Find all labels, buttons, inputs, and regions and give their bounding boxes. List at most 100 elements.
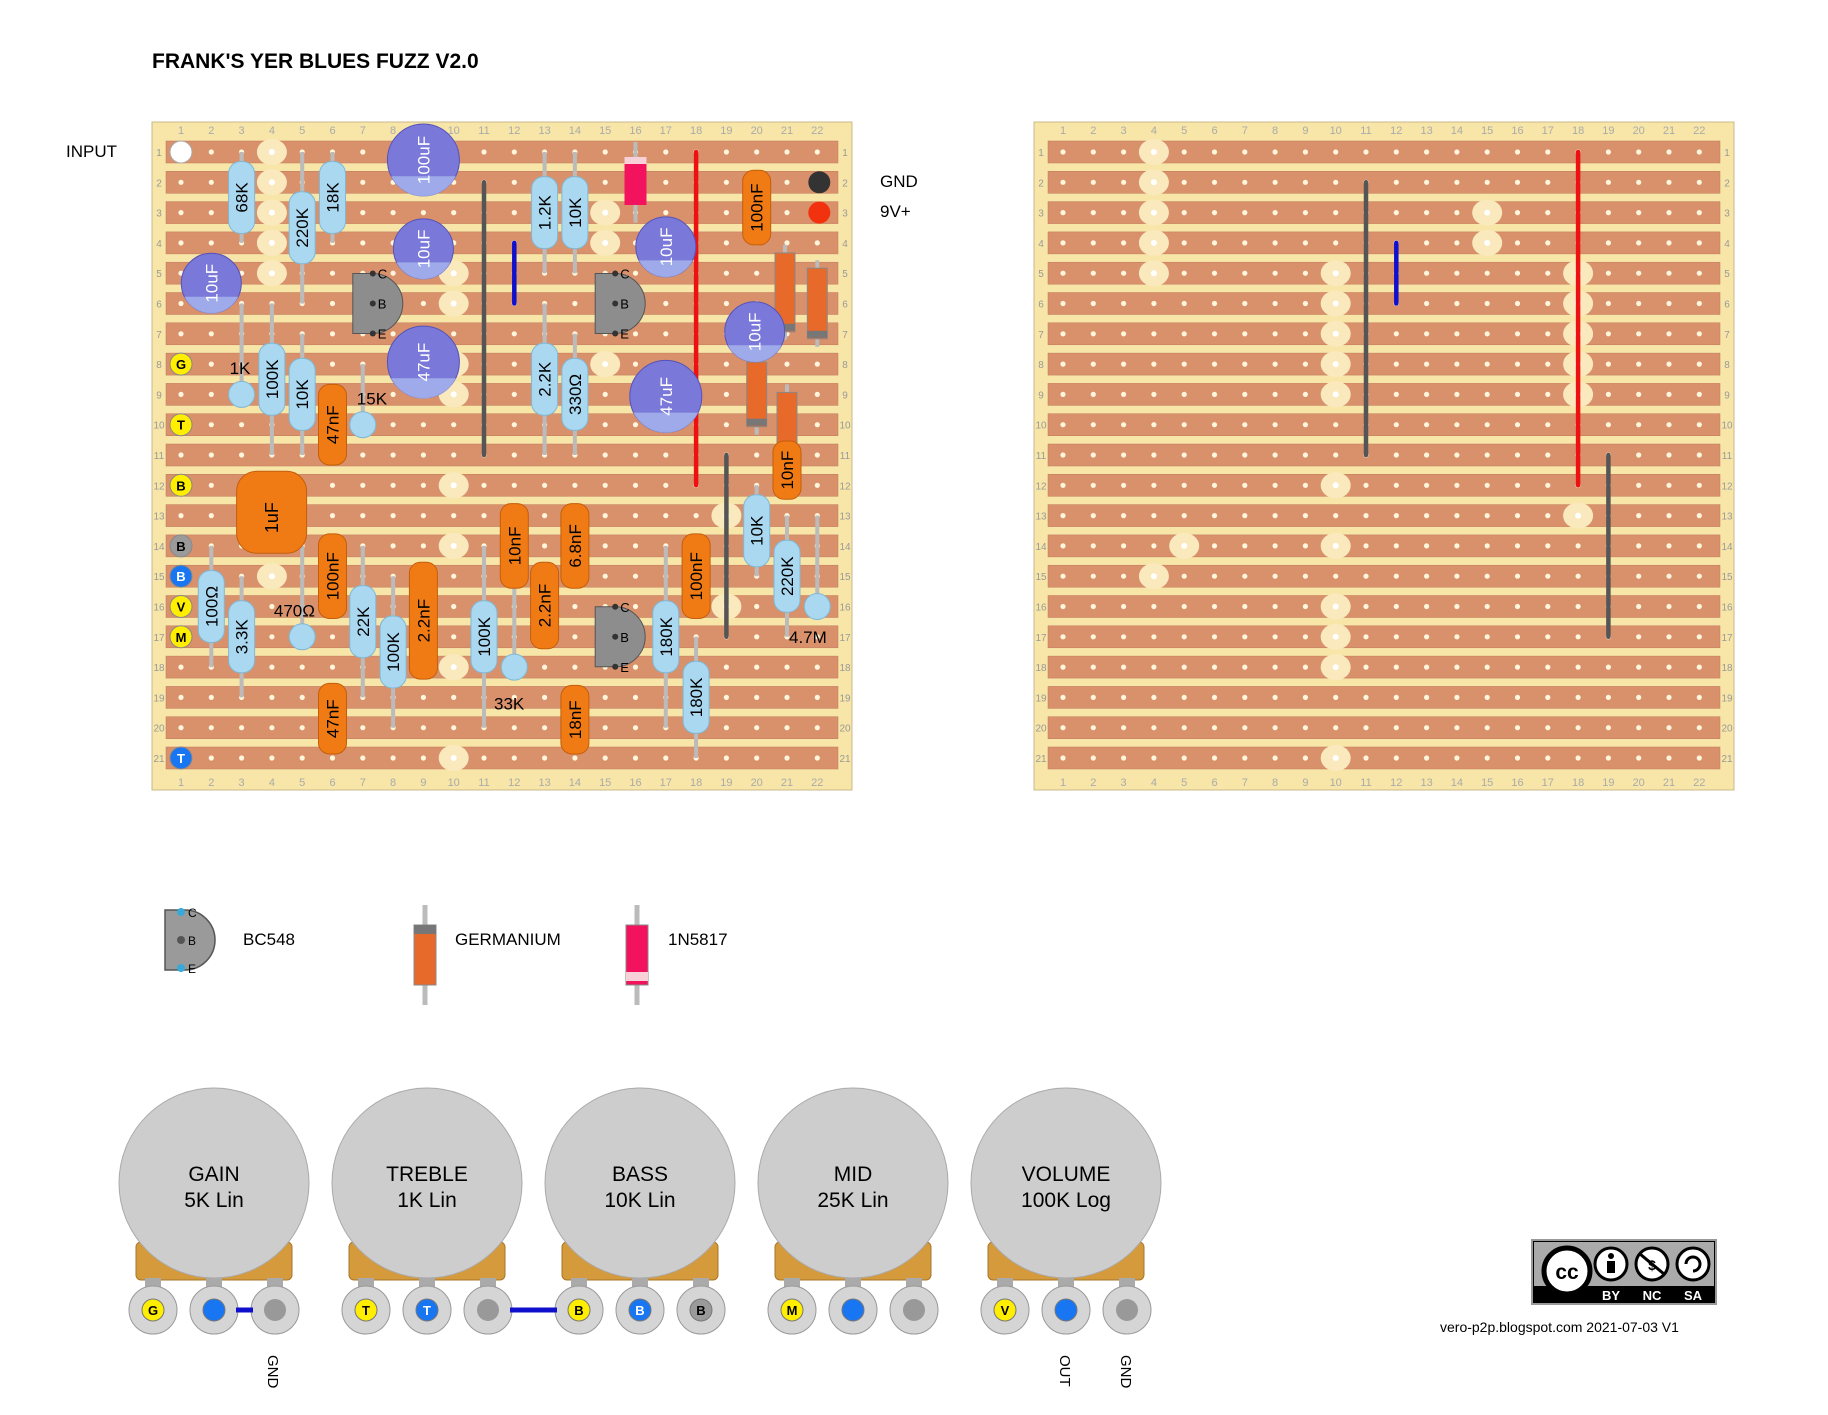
- column-number: 22: [1693, 125, 1705, 137]
- column-number: 6: [329, 125, 335, 137]
- right-board-copper-strip: [1047, 322, 1721, 346]
- row-number: 13: [839, 512, 851, 523]
- row-number: 12: [1721, 481, 1733, 492]
- column-number: 2: [1090, 777, 1096, 789]
- row-number: 4: [1038, 239, 1044, 250]
- row-number: 3: [842, 209, 848, 220]
- row-number: 8: [156, 360, 162, 371]
- row-number: 5: [842, 269, 848, 280]
- lug-pad: [841, 1298, 865, 1322]
- column-number: 16: [1511, 777, 1523, 789]
- right-board-copper-strip: [1047, 686, 1721, 709]
- column-number: 6: [1211, 125, 1217, 137]
- right-board-copper-strip: [1047, 716, 1721, 739]
- resistor-value: 220K: [778, 556, 797, 596]
- pot-wire-pad: [169, 746, 193, 770]
- sa-icon: [1675, 1246, 1711, 1282]
- resistor: [470, 600, 498, 674]
- pot-name: GAIN: [188, 1163, 239, 1186]
- transistor-pin-label: B: [620, 630, 629, 645]
- pot-value: 1K Lin: [397, 1189, 457, 1212]
- pot-value: 5K Lin: [184, 1189, 244, 1212]
- resistor: [288, 623, 316, 651]
- capacitor-value: 10nF: [778, 451, 797, 490]
- pot-wire-pad: [169, 595, 193, 618]
- row-number: 3: [1038, 209, 1044, 220]
- column-number: 22: [811, 777, 823, 789]
- column-number: 22: [811, 125, 823, 137]
- right-board-copper-strip: [1047, 655, 1721, 679]
- resistor: [561, 176, 589, 250]
- capacitor-value: 1uF: [262, 502, 282, 533]
- row-number: 10: [153, 421, 165, 432]
- column-number: 2: [208, 777, 214, 789]
- row-number: 12: [153, 481, 165, 492]
- pad-label: B: [176, 539, 185, 554]
- row-number: 6: [1724, 300, 1730, 311]
- resistor-value: 18K: [324, 182, 343, 213]
- transistor-pin-label: B: [378, 297, 387, 312]
- resistor: [652, 600, 680, 674]
- column-number: 1: [1060, 777, 1066, 789]
- row-number: 4: [1724, 239, 1730, 250]
- row-number: 14: [839, 542, 851, 553]
- column-number: 10: [1330, 125, 1342, 137]
- film-capacitor: [742, 169, 772, 246]
- left-board-copper-strip: [165, 443, 839, 467]
- right-board-copper-strip: [1047, 413, 1721, 436]
- column-number: 17: [1542, 125, 1554, 137]
- right-board-copper-strip: [1047, 201, 1721, 224]
- resistor: [803, 593, 831, 620]
- column-number: 11: [1360, 777, 1371, 789]
- capacitor-value: 10uF: [746, 312, 765, 351]
- row-number: 10: [839, 421, 851, 432]
- row-number: 2: [156, 178, 162, 189]
- row-number: 5: [1038, 269, 1044, 280]
- column-number: 12: [508, 777, 520, 789]
- column-number: 8: [390, 777, 396, 789]
- row-number: 14: [153, 542, 165, 553]
- column-number: 3: [239, 777, 245, 789]
- resistor: [743, 494, 771, 568]
- capacitor-value: 100uF: [414, 136, 433, 184]
- column-number: 13: [538, 777, 550, 789]
- column-number: 9: [420, 777, 426, 789]
- legend-schottky-diode: [625, 905, 649, 1005]
- column-number: 11: [1360, 125, 1371, 137]
- row-number: 20: [1721, 724, 1733, 735]
- column-number: 10: [1330, 777, 1342, 789]
- resistor: [349, 411, 377, 439]
- capacitor-value: 6.8nF: [566, 524, 585, 567]
- germanium-diode: [806, 267, 828, 340]
- diode-legend-label: 1N5817: [668, 930, 728, 949]
- pot-name: VOLUME: [1022, 1163, 1111, 1186]
- row-number: 16: [1035, 603, 1047, 614]
- column-number: 6: [329, 777, 335, 789]
- pot-value: 10K Lin: [604, 1189, 675, 1212]
- pot-gain[interactable]: GAIN 5K Lin: [118, 1087, 310, 1335]
- row-number: 21: [1035, 754, 1047, 765]
- column-number: 14: [1451, 777, 1463, 789]
- lug-pad-label: B: [635, 1303, 644, 1318]
- row-number: 15: [153, 572, 165, 583]
- transistor-legend-label: BC548: [243, 930, 295, 949]
- right-board-copper-strip: [1047, 292, 1721, 315]
- column-number: 6: [1211, 777, 1217, 789]
- column-number: 5: [1181, 125, 1187, 137]
- film-capacitor: [530, 561, 560, 650]
- transistor: [594, 273, 646, 334]
- row-number: 3: [156, 209, 162, 220]
- right-board-copper-strip: [1047, 443, 1721, 467]
- lug-pad: [141, 1298, 165, 1322]
- pot-name: MID: [834, 1163, 873, 1186]
- left-board-copper-strip: [165, 413, 839, 436]
- legend-germanium-diode: [413, 905, 437, 1005]
- resistor-value: 180K: [657, 616, 676, 656]
- resistor: [349, 585, 377, 659]
- transistor-pin-label: E: [620, 660, 629, 675]
- column-number: 20: [1633, 125, 1645, 137]
